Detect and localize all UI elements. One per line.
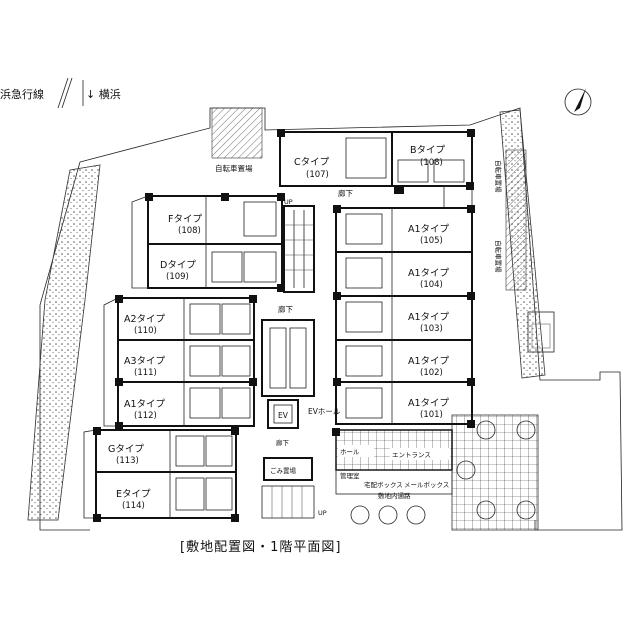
building-top-block	[277, 129, 475, 209]
bicycle-parking-right-label-2: 自転車置場	[494, 240, 503, 273]
building-left-top	[131, 193, 285, 292]
unit-e-type: Eタイプ	[116, 489, 151, 500]
unit-a3-111: A3タイプ (111)	[124, 356, 166, 378]
stair-up-label-1: UP	[284, 198, 293, 206]
unit-a1-104-type: A1タイプ	[408, 268, 450, 279]
right-planting-strip: 自転車置場 自転車置場	[494, 109, 555, 379]
unit-a1-112-type: A1タイプ	[124, 399, 166, 410]
elevator-hall-label: EVホール	[308, 407, 341, 416]
unit-a1-102: A1タイプ (102)	[408, 356, 450, 378]
unit-a1-103: A1タイプ (103)	[408, 312, 450, 334]
delivery-box-label: 宅配ボックス	[364, 480, 403, 489]
building-left-column	[103, 295, 257, 430]
unit-b: Bタイプ (108)	[410, 145, 446, 168]
unit-a1-105-number: (105)	[420, 236, 443, 246]
north-arrow-icon	[564, 88, 592, 116]
unit-e-number: (114)	[122, 501, 145, 511]
unit-d: Dタイプ (109)	[160, 260, 196, 282]
unit-a2-110-number: (110)	[134, 326, 157, 336]
unit-c-type: Cタイプ	[294, 157, 330, 168]
unit-e: Eタイプ (114)	[116, 489, 151, 511]
elevator-block: EV EVホール 廊下	[267, 399, 341, 447]
unit-a1-112: A1タイプ (112)	[124, 399, 166, 421]
service-block: ごみ置場 UP 管理室 宅配ボックス メールボックス 敷地内通路	[261, 457, 453, 519]
bicycle-parking-top: 自転車置場	[211, 107, 263, 173]
unit-a1-112-number: (112)	[134, 411, 157, 421]
unit-a1-102-type: A1タイプ	[408, 356, 450, 367]
building-right-column	[333, 205, 475, 428]
unit-g: Gタイプ (113)	[108, 444, 144, 466]
railway-header: 浜急行線 ↓ 横浜	[0, 77, 121, 109]
central-core: UP 廊下	[261, 198, 315, 397]
unit-a1-105-type: A1タイプ	[408, 224, 450, 235]
unit-g-number: (113)	[116, 456, 139, 466]
corridor-top-label: 廊下	[338, 188, 353, 198]
unit-f-number: (108)	[178, 226, 201, 236]
unit-a1-102-number: (102)	[420, 368, 443, 378]
unit-d-type: Dタイプ	[160, 260, 196, 271]
entrance-area: ホール エントランス	[332, 428, 453, 471]
unit-a2-110: A2タイプ (110)	[124, 314, 166, 336]
railway-line-label: 浜急行線	[0, 87, 44, 101]
corridor-center-label: 廊下	[278, 304, 293, 314]
unit-a1-103-number: (103)	[420, 324, 443, 334]
building-bottom-left	[83, 427, 239, 522]
unit-a1-101-number: (101)	[420, 410, 443, 420]
unit-f: Fタイプ (108)	[168, 214, 202, 236]
unit-a1-101-type: A1タイプ	[408, 398, 450, 409]
unit-d-number: (109)	[166, 272, 189, 282]
garbage-label: ごみ置場	[270, 466, 297, 475]
unit-g-type: Gタイプ	[108, 444, 144, 455]
plan-caption: [敷地配置図・1階平面図]	[180, 540, 341, 555]
bottom-right-landscape	[350, 414, 539, 531]
unit-a3-111-number: (111)	[134, 368, 157, 378]
unit-a3-111-type: A3タイプ	[124, 356, 166, 367]
admin-room-label: 管理室	[340, 471, 360, 480]
hall-label: ホール	[340, 448, 360, 456]
unit-c-number: (107)	[306, 170, 329, 180]
site-path-label: 敷地内通路	[378, 491, 411, 500]
railway-track-icon	[57, 77, 73, 109]
unit-b-type: Bタイプ	[410, 145, 446, 156]
unit-a2-110-type: A2タイプ	[124, 314, 166, 325]
unit-c: Cタイプ (107)	[294, 157, 330, 180]
unit-b-number: (108)	[420, 158, 443, 168]
bicycle-parking-top-label: 自転車置場	[215, 163, 253, 173]
stair-up-label-2: UP	[318, 509, 327, 517]
corridor-bottom-label: 廊下	[276, 438, 290, 447]
unit-a1-101: A1タイプ (101)	[408, 398, 450, 420]
direction-label: ↓ 横浜	[86, 87, 121, 101]
unit-a1-103-type: A1タイプ	[408, 312, 450, 323]
mail-box-label: メールボックス	[404, 481, 449, 489]
unit-f-type: Fタイプ	[168, 214, 202, 225]
left-planting-strip	[27, 164, 101, 521]
unit-a1-105: A1タイプ (105)	[408, 224, 450, 246]
bicycle-parking-right-label-1: 自転車置場	[494, 160, 503, 193]
unit-a1-104: A1タイプ (104)	[408, 268, 450, 290]
unit-a1-104-number: (104)	[420, 280, 443, 290]
entrance-label: エントランス	[392, 451, 431, 459]
elevator-label: EV	[278, 411, 289, 420]
